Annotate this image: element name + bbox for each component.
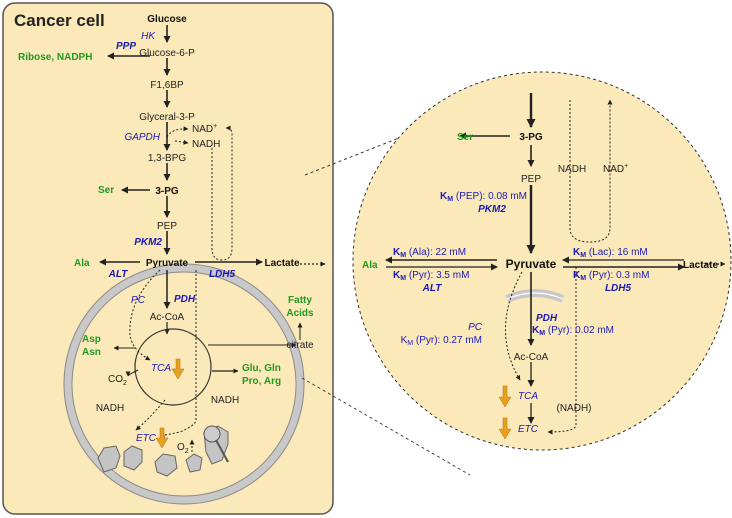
pkm2-label: PKM2 — [134, 237, 162, 248]
atp-synthase-head — [203, 425, 221, 443]
tca-decrease-arrow — [171, 358, 185, 380]
pro-arg-label: Pro, Arg — [242, 376, 281, 387]
km-pyr-alt-label: KM (Pyr): 3.5 mM — [393, 270, 469, 282]
zoom-ldh5-label: LDH5 — [605, 283, 632, 294]
asn-label: Asn — [82, 347, 101, 358]
co2-arrow — [125, 369, 139, 377]
hk-label: HK — [141, 31, 156, 42]
etc-complex-2 — [123, 445, 143, 471]
zoom-tca-decrease-arrow — [498, 385, 512, 408]
ribose-nadph-label: Ribose, NADPH — [18, 52, 92, 63]
zoom-lactate-label: Lactate — [683, 260, 718, 271]
glucose-label: Glucose — [147, 14, 187, 25]
km-ala-label: KM (Ala): 22 mM — [393, 247, 466, 259]
pg3-label: 3-PG — [155, 186, 179, 197]
asp-label: Asp — [82, 334, 101, 345]
mitochondrion-matrix — [71, 271, 297, 497]
ala-label: Ala — [74, 258, 90, 269]
zoom-accoa-label: Ac-CoA — [514, 352, 549, 363]
km-lac-label: KM (Lac): 16 mM — [573, 247, 648, 259]
bpg-label: 1,3-BPG — [148, 153, 187, 164]
accoa-label: Ac-CoA — [150, 312, 185, 323]
etc-complex-1 — [97, 445, 121, 473]
o2-label: O2 — [177, 442, 189, 455]
tca-label: TCA — [151, 363, 171, 374]
co2-label: CO2 — [108, 374, 127, 387]
alt-label: ALT — [108, 269, 129, 280]
km-pyr-pc-label: KM (Pyr): 0.27 mM — [401, 335, 482, 347]
zoom-pc-arrow — [505, 271, 523, 381]
zoom-etc-decrease-arrow — [498, 417, 512, 440]
zoom-pyruvate-label: Pyruvate — [506, 257, 557, 271]
zoom-circle — [352, 71, 732, 451]
zoom-nadh-label: NADH — [558, 164, 586, 175]
zoom-ser-label: Ser — [457, 132, 473, 143]
etc-complex-3 — [154, 453, 178, 477]
etc-decrease-arrow — [155, 427, 169, 449]
zoom-ldh-redox-loop — [569, 99, 613, 243]
km-pyr-ldh-label: KM (Pyr): 0.3 mM — [573, 270, 649, 282]
atp-synthase-stalk — [215, 439, 229, 463]
zoom-etc-label: ETC — [518, 424, 539, 435]
tca-nadh-dotted — [135, 399, 166, 431]
gapdh-nad-loop — [166, 126, 189, 138]
nadh-mito-label-2: NADH — [211, 395, 239, 406]
zoom-nadh-paren-label: (NADH) — [557, 403, 592, 414]
ldh5-label: LDH5 — [209, 269, 236, 280]
cell-title: Cancer cell — [14, 11, 105, 30]
ldh5-redox-loop — [211, 125, 233, 261]
km-pyr-pdh-label: KM (Pyr): 0.02 mM — [532, 325, 614, 337]
zoom-arrows — [385, 93, 685, 424]
zoom-pep-label: PEP — [521, 174, 541, 185]
nadh-to-etc-dotted — [159, 270, 197, 438]
zoom-ala-label: Ala — [362, 260, 378, 271]
lactate-label: Lactate — [264, 258, 299, 269]
ser-label: Ser — [98, 185, 114, 196]
nadh-label: NADH — [192, 139, 220, 150]
pdh-label: PDH — [174, 294, 196, 305]
zoom-membrane-line — [506, 292, 564, 300]
gapdh-label: GAPDH — [124, 132, 160, 143]
glycolysis-arrows — [99, 25, 263, 266]
f16bp-label: F1,6BP — [150, 80, 184, 91]
nadh-mito-label-1: NADH — [96, 403, 124, 414]
fatty-label: Fatty — [288, 295, 312, 306]
pep-label: PEP — [157, 221, 177, 232]
citrate-label: citrate — [286, 340, 314, 351]
zoom-pdh-label: PDH — [536, 313, 558, 324]
pc-label: PC — [131, 295, 146, 306]
etc-label: ETC — [136, 433, 157, 444]
pyruvate-label: Pyruvate — [146, 258, 189, 269]
g3p-label: Glyceral-3-P — [139, 112, 195, 123]
zoom-pc-label: PC — [468, 322, 483, 333]
nad-label: NAD+ — [192, 123, 217, 135]
zoom-pg3-label: 3-PG — [519, 132, 543, 143]
zoom-pkm2-label: PKM2 — [478, 204, 506, 215]
zoom-tca-label: TCA — [518, 391, 538, 402]
etc-complex-4 — [185, 453, 203, 473]
km-pep-label: KM (PEP): 0.08 mM — [440, 191, 527, 203]
zoom-connector-bottom — [301, 377, 471, 476]
zoom-nad-label: NAD+ — [603, 163, 628, 175]
g6p-label: Glucose-6-P — [139, 48, 195, 59]
zoom-alt-label: ALT — [422, 283, 443, 294]
glu-gln-label: Glu, Gln — [242, 363, 281, 374]
zoom-nadh-dotted — [547, 267, 577, 435]
ppp-label: PPP — [116, 41, 136, 52]
tca-cycle-ring — [134, 328, 212, 406]
acids-label: Acids — [286, 308, 314, 319]
pc-arrow — [129, 269, 161, 361]
